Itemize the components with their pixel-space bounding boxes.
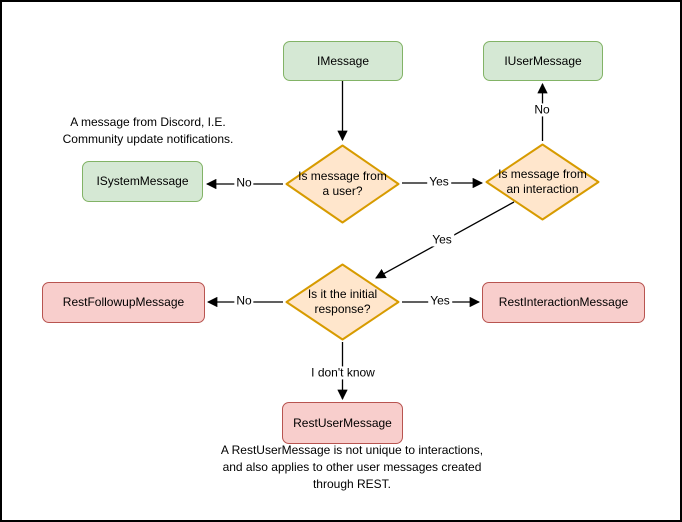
annotation-restusermessage-note: A RestUserMessage is not unique to inter… (220, 443, 484, 491)
decision-is-message-from-user: Is message from a user? (285, 144, 400, 224)
node-isystemmessage-label: ISystemMessage (96, 174, 189, 189)
diamond-shape (285, 263, 400, 341)
decision-is-message-from-user-label: Is message from a user? (298, 169, 387, 198)
node-restfollowupmessage: RestFollowupMessage (42, 282, 205, 323)
node-iusermessage: IUserMessage (483, 41, 603, 81)
node-isystemmessage: ISystemMessage (82, 161, 203, 202)
node-restusermessage-label: RestUserMessage (293, 415, 392, 430)
node-restusermessage: RestUserMessage (282, 402, 403, 444)
edge-label-interaction-no: No (532, 102, 552, 117)
node-imessage-label: IMessage (316, 53, 370, 68)
decision-is-initial-response-label: Is it the initial response? (307, 287, 378, 316)
diamond-shape (285, 144, 400, 224)
edge-label-initial-no: No (234, 293, 254, 308)
node-imessage: IMessage (283, 41, 403, 81)
edge-label-initial-yes: Yes (428, 293, 452, 308)
node-restinteractionmessage-label: RestInteractionMessage (498, 295, 629, 310)
node-restfollowupmessage-label: RestFollowupMessage (62, 295, 185, 310)
diamond-shape (485, 143, 600, 221)
edge-label-i-dont-know: I don't know (309, 365, 377, 380)
edge-label-user-yes: Yes (427, 174, 451, 189)
node-iusermessage-label: IUserMessage (504, 53, 582, 68)
node-restinteractionmessage: RestInteractionMessage (482, 282, 645, 323)
decision-is-message-from-interaction: Is message from an interaction (485, 143, 600, 221)
decision-is-initial-response: Is it the initial response? (285, 263, 400, 341)
edge-label-interaction-yes: Yes (430, 232, 454, 247)
edge-label-user-no: No (234, 175, 254, 190)
decision-is-message-from-interaction-label: Is message from an interaction (498, 167, 587, 196)
annotation-system-message-note: A message from Discord, I.E. Community u… (62, 115, 234, 146)
